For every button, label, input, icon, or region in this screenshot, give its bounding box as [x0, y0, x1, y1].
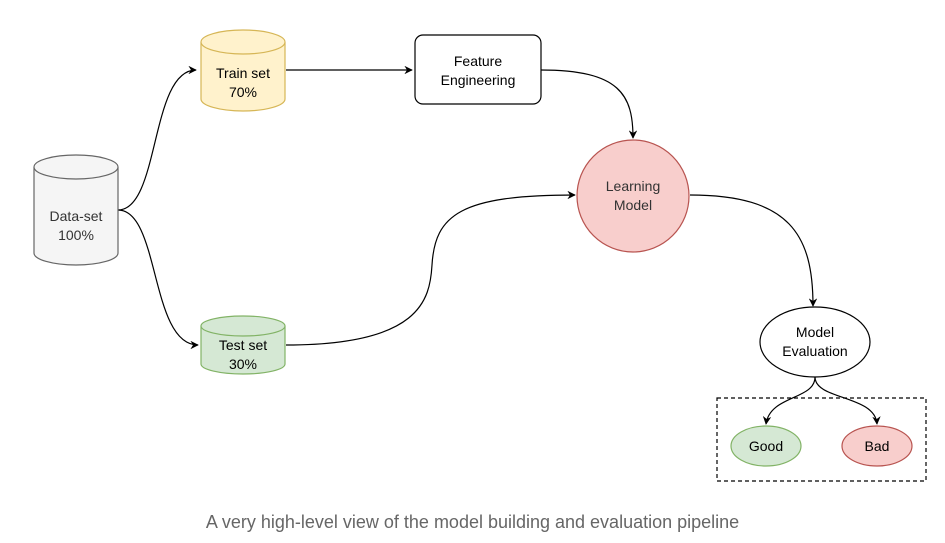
train-set-cylinder: Train set 70%: [200, 29, 286, 112]
model-evaluation-ellipse: Model Evaluation: [759, 306, 871, 378]
feature-label-line2: Engineering: [441, 72, 516, 88]
dataset-label-line1: Data-set: [50, 208, 103, 224]
dataset-cylinder: Data-set 100%: [33, 154, 119, 266]
edge-feature-to-learning: [540, 69, 638, 139]
test-top: [200, 315, 286, 337]
good-outcome: Good: [730, 425, 802, 467]
train-label-line2: 70%: [229, 84, 257, 100]
bad-label: Bad: [865, 438, 890, 454]
figure-caption: A very high-level view of the model buil…: [205, 512, 740, 532]
evaluation-label-line2: Evaluation: [782, 343, 847, 359]
dataset-top: [33, 154, 119, 180]
edge-dataset-to-train: [117, 65, 197, 211]
evaluation-ellipse: [759, 306, 871, 378]
bad-outcome: Bad: [841, 425, 913, 467]
edge-evaluation-to-good: [762, 376, 816, 425]
learning-circle: [576, 139, 690, 253]
outcome-container: [716, 397, 927, 482]
bad-ellipse: [841, 425, 913, 467]
feature-rect: [414, 34, 542, 105]
train-top: [200, 29, 286, 55]
edge-dataset-to-test: [117, 209, 199, 350]
feature-engineering-box: Feature Engineering: [414, 34, 542, 105]
learning-label-line1: Learning: [606, 178, 661, 194]
dataset-label-line2: 100%: [58, 227, 94, 243]
edge-learning-to-evaluation: [689, 194, 818, 307]
test-body: [200, 326, 286, 375]
dataset-body: [33, 167, 119, 266]
evaluation-label-line1: Model: [796, 324, 834, 340]
edge-evaluation-to-bad: [814, 376, 881, 425]
test-label-line2: 30%: [229, 356, 257, 372]
pipeline-diagram: Data-set 100% Train set 70% Test set 30%…: [33, 29, 927, 482]
edges: [117, 65, 881, 425]
train-label-line1: Train set: [216, 65, 270, 81]
feature-label-line1: Feature: [454, 53, 502, 69]
test-label-line1: Test set: [219, 337, 267, 353]
good-label: Good: [749, 438, 783, 454]
edge-test-to-learning: [285, 190, 576, 346]
train-body: [200, 42, 286, 112]
test-set-cylinder: Test set 30%: [200, 315, 286, 375]
learning-model-circle: Learning Model: [576, 139, 690, 253]
learning-label-line2: Model: [614, 197, 652, 213]
good-ellipse: [730, 425, 802, 467]
